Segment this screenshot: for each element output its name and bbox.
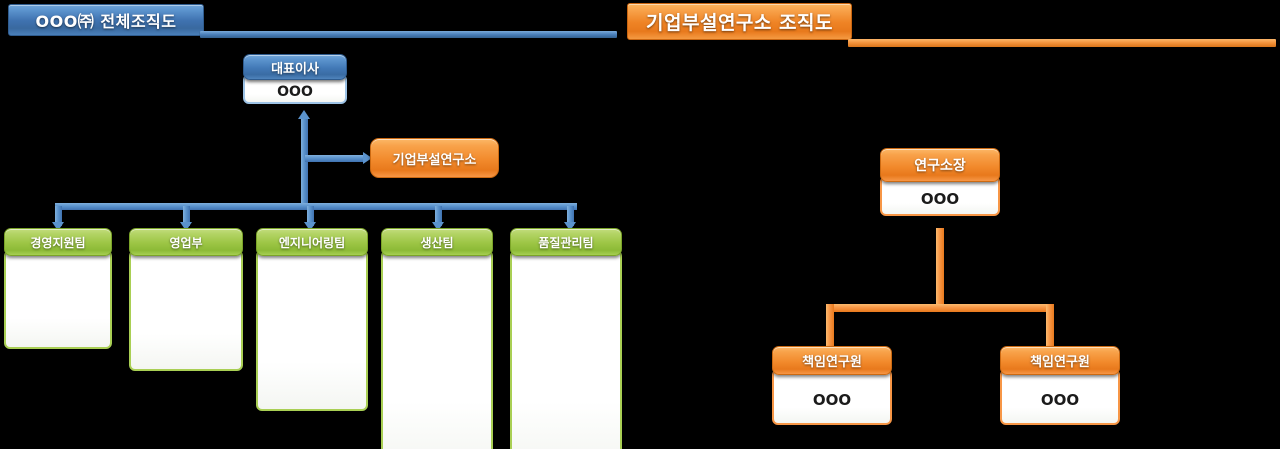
node-team-4-body (381, 250, 493, 449)
node-team-2[interactable]: 영업부 (129, 228, 243, 371)
connector-ceo-arrow-up-icon (298, 110, 310, 119)
connector-researcher-drop-1 (826, 304, 834, 349)
node-team-5-role: 품질관리팀 (510, 228, 622, 256)
node-team-5-body (510, 250, 622, 449)
node-team-3-body (256, 250, 368, 411)
right-chart-title-rule (848, 39, 1276, 47)
connector-team-drop-1 (55, 206, 62, 226)
connector-team-arrow-4-icon (432, 222, 444, 231)
connector-director-spine (936, 228, 944, 311)
node-team-4[interactable]: 생산팀 (381, 228, 493, 449)
node-director[interactable]: 연구소장 OOO (880, 148, 1000, 216)
node-research-institute[interactable]: 기업부설연구소 (370, 138, 499, 178)
node-ceo-role: 대표이사 (243, 54, 347, 80)
right-chart-title: 기업부설연구소 조직도 (627, 3, 852, 40)
node-researcher-2[interactable]: 책임연구원 OOO (1000, 346, 1120, 425)
connector-researcher-drop-2 (1046, 304, 1054, 349)
node-team-5[interactable]: 품질관리팀 (510, 228, 622, 449)
connector-team-arrow-5-icon (564, 222, 576, 231)
connector-teams-bus (55, 203, 577, 210)
node-researcher-2-role: 책임연구원 (1000, 346, 1120, 375)
node-researcher-1-role: 책임연구원 (772, 346, 892, 375)
node-team-1-role: 경영지원팀 (4, 228, 112, 256)
node-researcher-2-name: OOO (1000, 369, 1120, 425)
left-chart-title-rule (200, 31, 617, 38)
connector-team-drop-2 (183, 206, 190, 226)
node-team-1-body (4, 250, 112, 349)
connector-team-drop-5 (567, 206, 574, 226)
node-team-1[interactable]: 경영지원팀 (4, 228, 112, 349)
node-team-3-role: 엔지니어링팀 (256, 228, 368, 256)
node-researcher-1[interactable]: 책임연구원 OOO (772, 346, 892, 425)
connector-team-arrow-2-icon (180, 222, 192, 231)
connector-team-arrow-1-icon (52, 222, 64, 231)
connector-research-arrow-right-icon (363, 152, 372, 164)
connector-team-arrow-3-icon (304, 222, 316, 231)
node-team-4-role: 생산팀 (381, 228, 493, 256)
node-researcher-1-name: OOO (772, 369, 892, 425)
node-director-name: OOO (880, 176, 1000, 216)
connector-team-drop-4 (435, 206, 442, 226)
node-director-role: 연구소장 (880, 148, 1000, 182)
node-team-3[interactable]: 엔지니어링팀 (256, 228, 368, 411)
connector-team-drop-3 (307, 206, 314, 226)
node-team-2-body (129, 250, 243, 371)
connector-to-research-institute (305, 155, 365, 162)
node-team-2-role: 영업부 (129, 228, 243, 256)
left-chart-title: OOO㈜ 전체조직도 (8, 4, 204, 36)
node-ceo[interactable]: 대표이사 OOO (243, 54, 347, 104)
connector-ceo-spine (301, 119, 308, 209)
connector-researchers-bus (826, 304, 1054, 312)
